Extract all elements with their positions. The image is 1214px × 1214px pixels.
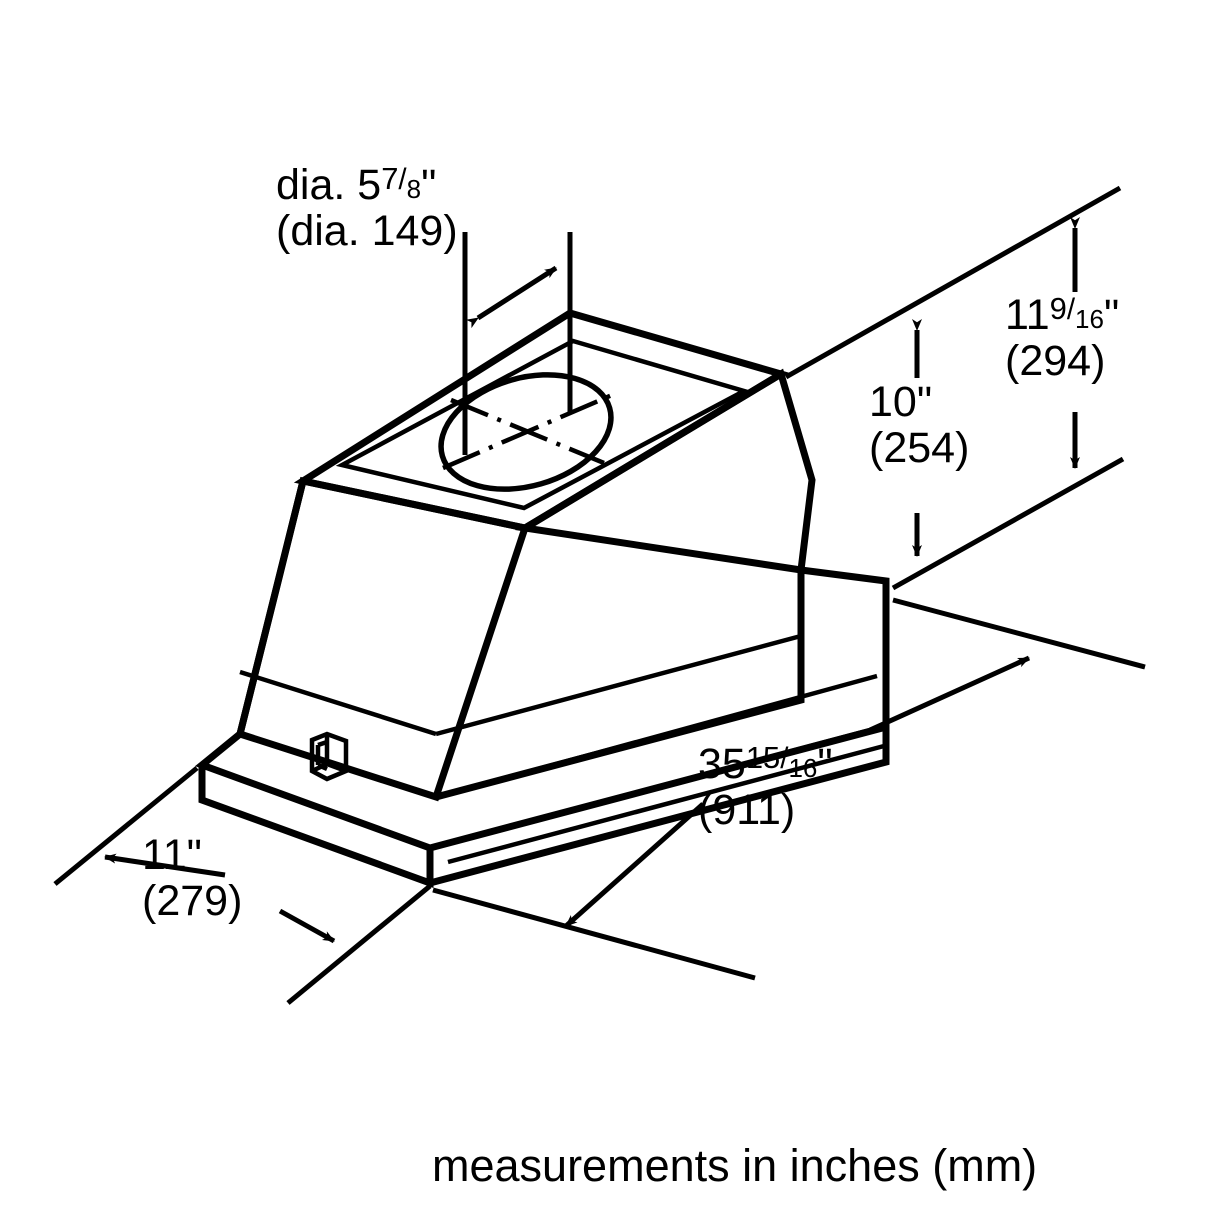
duct-diameter-label: dia. 57/8" (dia. 149) — [276, 162, 458, 255]
duct-diameter-metric: (dia. 149) — [276, 207, 458, 256]
junction-box — [309, 731, 349, 782]
overall-width-dimension — [432, 597, 1146, 981]
duct-center-marks — [442, 392, 613, 471]
overall-width-metric: (911) — [698, 786, 796, 835]
units-caption: measurements in inches (mm) — [432, 1140, 1038, 1191]
overall-height-label: 119/16" (294) — [1005, 292, 1119, 385]
body-height-dimension — [784, 185, 1125, 591]
duct-diameter-dimension — [462, 232, 573, 455]
overall-depth-metric: (279) — [142, 877, 243, 926]
top-face-inner-panel — [335, 338, 750, 511]
body-lower-band — [239, 731, 437, 800]
body-band-line — [239, 669, 437, 737]
overall-height-metric: (294) — [1005, 337, 1106, 386]
overall-height-inches: 119/16" — [1005, 291, 1120, 339]
overall-width-inches: 3515/16" — [698, 740, 833, 788]
body-height-inches: 10" — [869, 378, 933, 426]
body-height-metric: (254) — [869, 424, 970, 473]
body-height-label: 10" (254) — [869, 379, 969, 472]
duct-diameter-inches: dia. 57/8" — [276, 161, 437, 209]
overall-depth-label: 11" (279) — [142, 832, 242, 925]
duct-opening-circle — [438, 372, 614, 492]
overall-width-label: 3515/16" (911) — [698, 741, 833, 834]
overall-depth-inches: 11" — [142, 831, 202, 879]
body-right-band-line — [435, 633, 802, 737]
overall-depth-dimension — [53, 766, 432, 1005]
